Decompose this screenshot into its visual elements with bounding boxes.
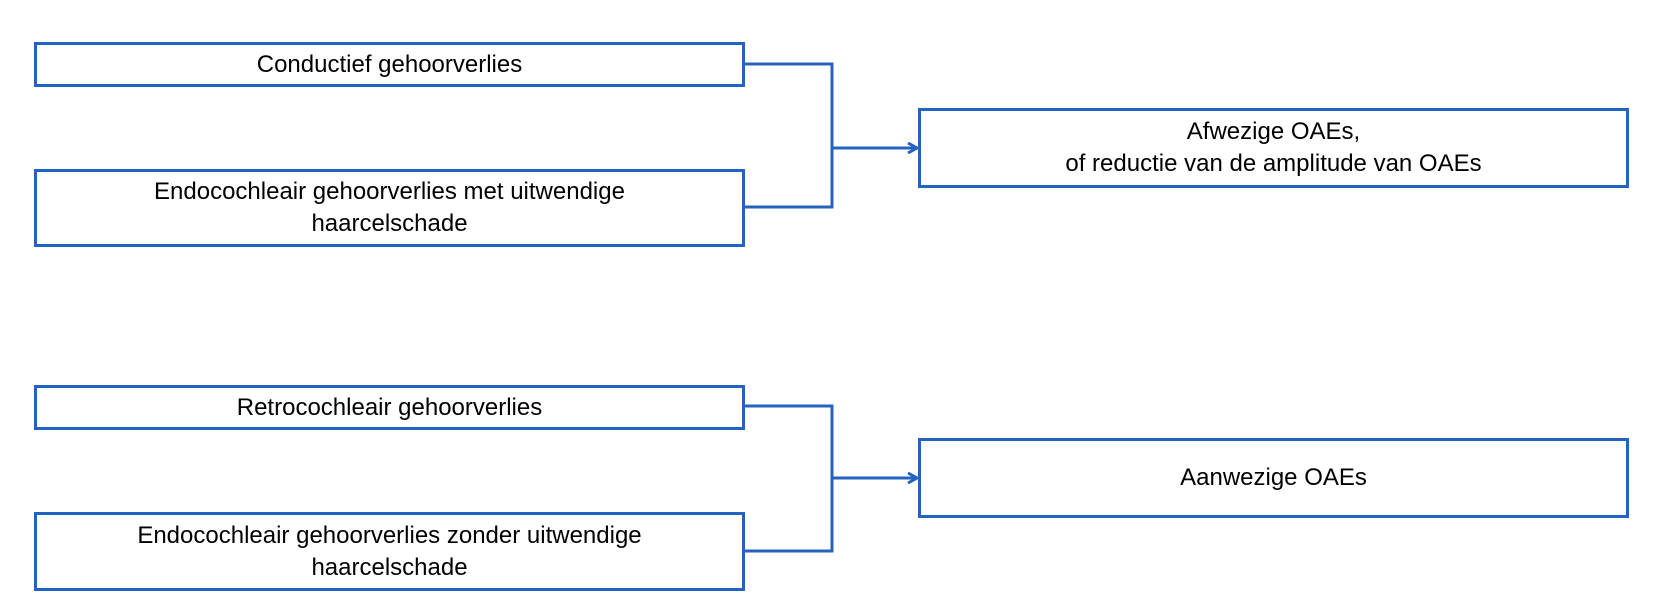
source-box-conductive-hearing-loss: Conductief gehoorverlies [34, 42, 745, 87]
result-box-absent-oaes: Afwezige OAEs, of reductie van de amplit… [918, 108, 1629, 188]
connector-top-source-2 [743, 404, 834, 478]
result-box-present-oaes: Aanwezige OAEs [918, 438, 1629, 518]
source-box-endocochlear-without-outer-hair-cell-damage: Endocochleair gehoorverlies zonder uitwe… [34, 512, 745, 591]
source-box-retrocochlear-hearing-loss: Retrocochleair gehoorverlies [34, 385, 745, 430]
connector-bottom-source-2 [743, 478, 834, 553]
source-box-endocochlear-with-outer-hair-cell-damage: Endocochleair gehoorverlies met uitwendi… [34, 169, 745, 247]
connector-top-source-1 [743, 62, 834, 148]
connector-bottom-source-1 [743, 148, 834, 209]
